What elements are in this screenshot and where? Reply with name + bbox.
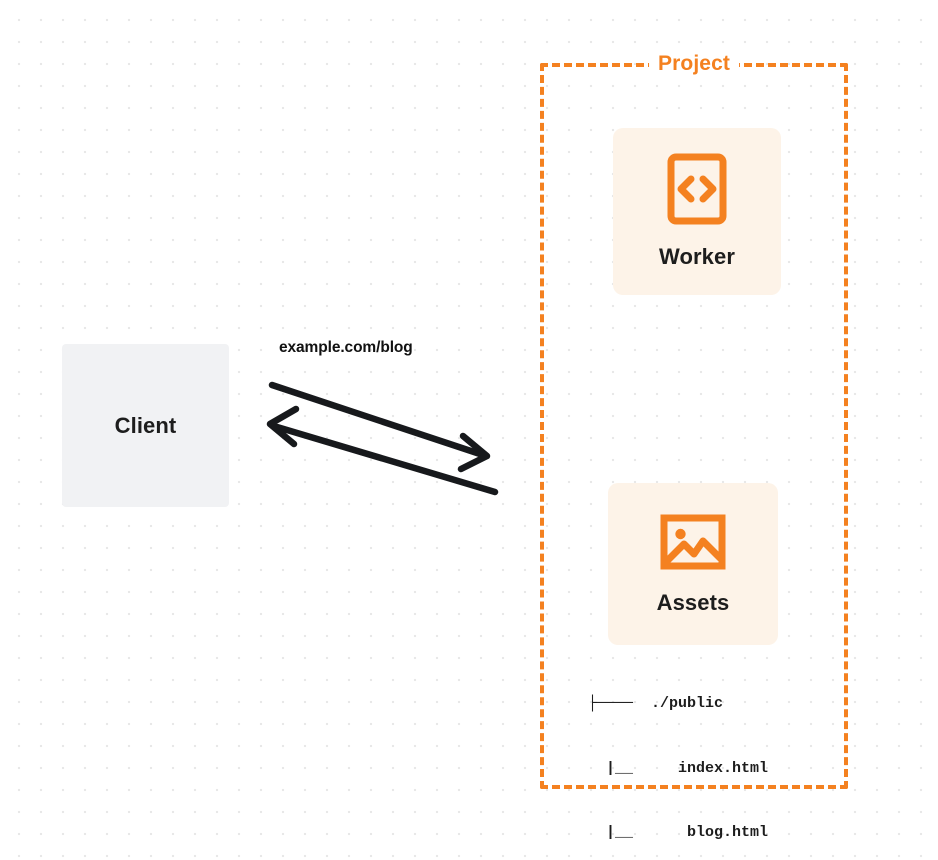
response-arrow-icon (266, 405, 499, 496)
worker-node-label: Worker (659, 244, 735, 269)
image-picture-icon (660, 513, 726, 576)
client-node[interactable]: Client (62, 344, 229, 507)
code-brackets-icon (667, 153, 727, 230)
project-boundary: Project (540, 52, 848, 789)
assets-node-label: Assets (656, 589, 730, 615)
asset-file-tree: ├──── ./public |__ index.html |__ blog.h… (588, 650, 768, 860)
project-boundary-label: Project (649, 52, 739, 76)
request-arrow-icon (268, 381, 491, 473)
file-tree-row: |__ blog.html (588, 824, 769, 841)
file-tree-row: ├──── ./public (588, 695, 724, 712)
worker-node[interactable]: Worker (613, 128, 781, 295)
file-tree-row: |__ index.html (588, 759, 769, 777)
connection-url-label: example.com/blog (279, 339, 413, 356)
assets-node[interactable]: Assets (608, 483, 778, 645)
client-node-label: Client (114, 412, 177, 438)
